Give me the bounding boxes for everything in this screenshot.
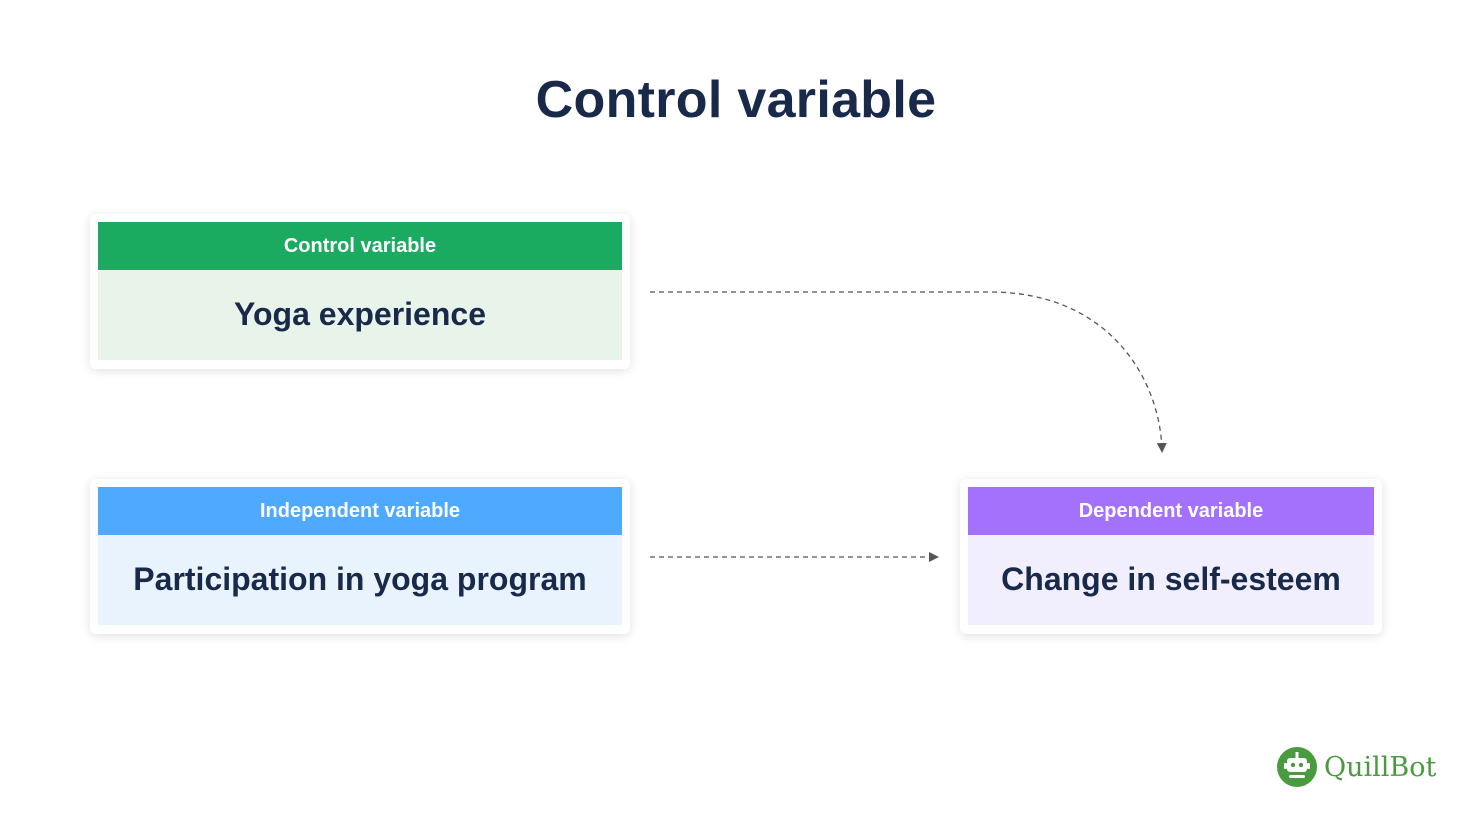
edge-control-to-dependent — [650, 291, 1167, 453]
diagram-title: Control variable — [535, 71, 937, 129]
quillbot-robot-icon — [1277, 747, 1317, 787]
dependent-variable-card: Dependent variable Change in self-esteem — [960, 479, 1382, 634]
control-variable-value: Yoga experience — [98, 270, 622, 360]
control-variable-header: Control variable — [98, 222, 622, 270]
dependent-variable-value: Change in self-esteem — [968, 535, 1374, 625]
control-variable-card: Control variable Yoga experience — [90, 214, 630, 369]
quillbot-logo-text: QuillBot — [1324, 751, 1437, 783]
independent-variable-header: Independent variable — [98, 487, 622, 535]
quillbot-logo: QuillBot — [1276, 745, 1446, 789]
independent-variable-value: Participation in yoga program — [98, 535, 622, 625]
independent-variable-card: Independent variable Participation in yo… — [90, 479, 630, 634]
dependent-variable-header: Dependent variable — [968, 487, 1374, 535]
